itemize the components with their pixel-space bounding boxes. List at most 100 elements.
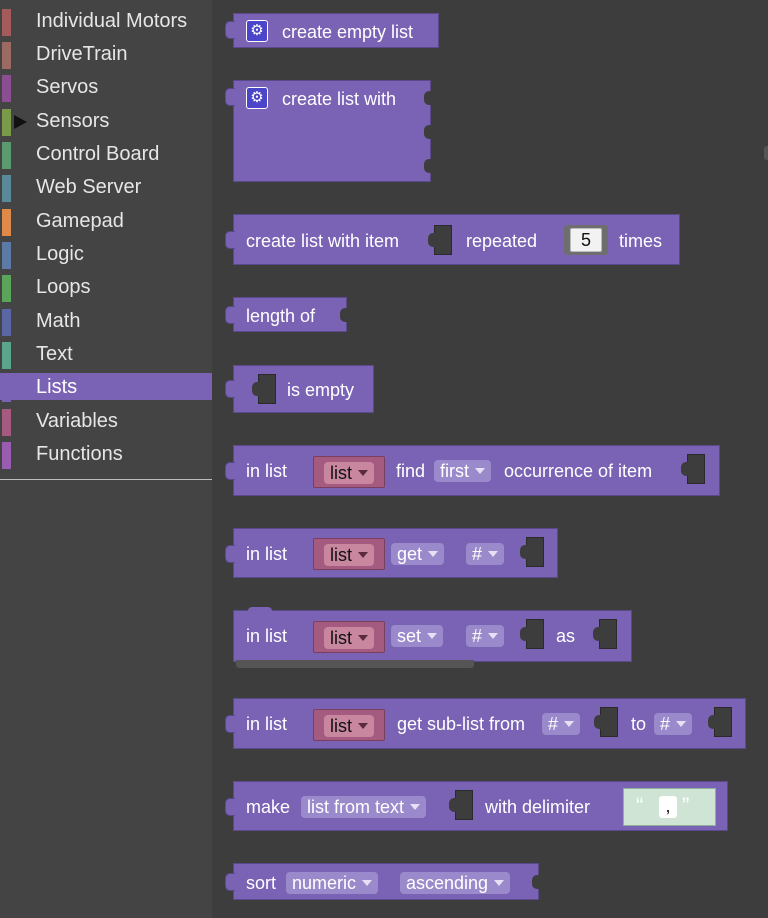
sort-block[interactable]: sort numeric ascending — [225, 863, 540, 900]
category-label: Web Server — [36, 176, 142, 198]
create-list-with-block[interactable]: ⚙ create list with — [225, 80, 432, 182]
from-input-slot[interactable] — [594, 707, 618, 737]
make-list-from-text-block[interactable]: make list from text with delimiter “ , ” — [225, 781, 728, 831]
where-dropdown[interactable]: # — [466, 625, 505, 647]
mode-dropdown[interactable]: set — [391, 625, 444, 647]
dropdown-value: first — [440, 461, 469, 481]
block-label: in list — [246, 461, 288, 481]
category-loops[interactable]: Loops — [0, 273, 212, 302]
list-variable-block[interactable]: list — [313, 456, 385, 488]
mode-dropdown[interactable]: get — [391, 543, 445, 565]
gear-icon[interactable]: ⚙ — [246, 20, 268, 42]
value-input-slot[interactable] — [593, 619, 617, 649]
dropdown-value: set — [397, 626, 422, 646]
category-label: Math — [36, 310, 81, 332]
variable-dropdown[interactable]: list — [324, 627, 374, 649]
category-color-bar — [2, 75, 11, 102]
delimiter-field[interactable]: , — [659, 796, 677, 818]
sublist-block[interactable]: in list list get sub-list from # to # — [225, 698, 746, 749]
toolbox: Individual Motors DriveTrain Servos Sens… — [0, 0, 212, 918]
occurrence-dropdown[interactable]: first — [434, 460, 491, 482]
category-lists[interactable]: Lists — [0, 373, 212, 402]
sort-type-dropdown[interactable]: numeric — [286, 872, 379, 894]
category-label: Variables — [36, 410, 118, 432]
output-connector — [225, 231, 235, 249]
category-label: Loops — [36, 276, 91, 298]
to-input-slot[interactable] — [708, 707, 732, 737]
gear-icon[interactable]: ⚙ — [246, 87, 268, 109]
repeat-list-block[interactable]: create list with item repeated 5 times — [225, 214, 680, 265]
close-quote-icon: ” — [682, 793, 690, 818]
index-input-slot[interactable] — [520, 619, 544, 649]
repeat-count-field[interactable]: 5 — [570, 228, 602, 252]
category-sensors[interactable]: Sensors — [0, 107, 212, 136]
category-label: Functions — [36, 443, 123, 465]
list-variable-block[interactable]: list — [313, 621, 385, 653]
repeat-count-block[interactable]: 5 — [564, 225, 608, 255]
category-color-bar — [2, 309, 11, 336]
sort-order-dropdown[interactable]: ascending — [400, 872, 511, 894]
block-label: length of — [246, 306, 316, 326]
dropdown-value: # — [472, 626, 483, 646]
block-label: times — [619, 231, 663, 251]
category-gamepad[interactable]: Gamepad — [0, 207, 212, 236]
dropdown-value: ascending — [406, 873, 489, 893]
category-variables[interactable]: Variables — [0, 407, 212, 436]
category-color-bar — [2, 175, 11, 202]
list-variable-block[interactable]: list — [313, 709, 385, 741]
output-connector — [225, 873, 235, 891]
variable-dropdown[interactable]: list — [324, 544, 374, 566]
text-input-slot[interactable] — [449, 790, 473, 820]
block-label: is empty — [287, 380, 355, 400]
create-empty-list-block[interactable]: ⚙ create empty list — [225, 13, 439, 48]
chevron-down-icon — [358, 635, 368, 641]
variable-name: list — [330, 463, 352, 483]
where-dropdown[interactable]: # — [466, 543, 505, 565]
expand-arrow-icon[interactable] — [14, 115, 27, 129]
length-of-block[interactable]: length of — [225, 297, 348, 332]
category-math[interactable]: Math — [0, 307, 212, 336]
output-connector — [225, 88, 235, 106]
category-drivetrain[interactable]: DriveTrain — [0, 40, 212, 69]
block-label: create empty list — [282, 22, 414, 42]
dropdown-value: # — [660, 714, 671, 734]
is-empty-block[interactable]: is empty — [225, 365, 374, 413]
chevron-down-icon — [564, 721, 575, 727]
variable-dropdown[interactable]: list — [324, 715, 374, 737]
split-mode-dropdown[interactable]: list from text — [301, 796, 427, 818]
category-text[interactable]: Text — [0, 340, 212, 369]
dropdown-value: # — [472, 544, 483, 564]
category-label: Gamepad — [36, 210, 124, 232]
variable-dropdown[interactable]: list — [324, 462, 374, 484]
get-from-list-block[interactable]: in list list get # — [225, 528, 558, 578]
category-label: Sensors — [36, 110, 110, 132]
category-color-bar — [2, 109, 11, 136]
find-in-list-block[interactable]: in list list find first occurrence of it… — [225, 445, 720, 496]
input-connector — [532, 875, 540, 889]
chevron-down-icon — [427, 633, 438, 639]
to-dropdown[interactable]: # — [654, 713, 693, 735]
category-color-bar — [2, 242, 11, 269]
item-input-slot[interactable] — [681, 454, 705, 484]
chevron-down-icon — [676, 721, 687, 727]
category-individual-motors[interactable]: Individual Motors — [0, 7, 212, 36]
category-color-bar — [2, 275, 11, 302]
category-control-board[interactable]: Control Board — [0, 140, 212, 169]
category-servos[interactable]: Servos — [0, 73, 212, 102]
output-connector — [225, 306, 235, 324]
block-label: create list with item — [246, 231, 400, 251]
list-variable-block[interactable]: list — [313, 538, 385, 570]
set-in-list-block[interactable]: in list list set # as — [233, 607, 632, 662]
delimiter-text-block[interactable]: “ , ” — [623, 788, 716, 826]
from-dropdown[interactable]: # — [542, 713, 581, 735]
item-input-slot[interactable] — [428, 225, 452, 255]
category-web-server[interactable]: Web Server — [0, 173, 212, 202]
category-logic[interactable]: Logic — [0, 240, 212, 269]
list-input-slot[interactable] — [252, 374, 276, 404]
output-connector — [225, 21, 235, 39]
index-input-slot[interactable] — [520, 537, 544, 567]
output-connector — [225, 545, 235, 563]
chevron-down-icon — [410, 804, 421, 810]
category-functions[interactable]: Functions — [0, 440, 212, 469]
block-shadow — [236, 660, 474, 668]
